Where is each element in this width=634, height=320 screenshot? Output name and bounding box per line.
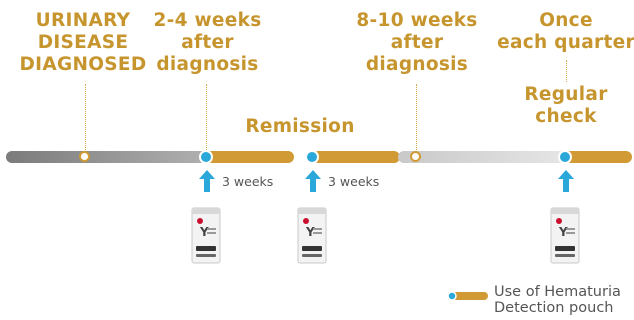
stage-regular-check-label: Regular check [524, 84, 608, 127]
interval-label-2: 3 weeks [328, 174, 380, 189]
stage-remission-label: Remission [245, 116, 355, 137]
svg-text:Y: Y [558, 225, 568, 239]
legend-swatch-icon [447, 291, 488, 301]
timeline-gold-segment-3 [564, 151, 632, 163]
timeline-node-diagnosed [79, 151, 90, 162]
timeline-node-quarterly [558, 150, 572, 164]
legend-label: Use of Hematuria Detection pouch [494, 284, 621, 316]
timeline-gold-segment-1 [206, 151, 294, 163]
timeline-node-8-10-weeks [410, 151, 421, 162]
detection-pouch-icon: Y [297, 207, 327, 264]
up-arrow-icon [305, 170, 321, 192]
connector-8-10-weeks [416, 84, 417, 150]
connector-2-4-weeks [206, 84, 207, 150]
svg-text:Y: Y [199, 225, 209, 239]
up-arrow-icon [558, 170, 574, 192]
connector-diagnosed [85, 84, 86, 150]
timeline-node-remission [305, 150, 319, 164]
legend: Use of Hematuria Detection pouch [446, 284, 626, 318]
stage-diagnosed-label: URINARY DISEASE DIAGNOSED [19, 10, 147, 75]
timeline-light-segment [398, 151, 570, 163]
detection-pouch-icon: Y [191, 207, 221, 264]
timeline-node-2-4-weeks [199, 150, 213, 164]
timeline-grey-segment [6, 151, 220, 163]
up-arrow-icon [199, 170, 215, 192]
stage-2-4-weeks-label: 2-4 weeks after diagnosis [153, 10, 262, 75]
stage-8-10-weeks-label: 8-10 weeks after diagnosis [356, 10, 478, 75]
detection-pouch-icon: Y [550, 207, 580, 264]
connector-quarterly [566, 60, 567, 82]
interval-label-1: 3 weeks [222, 174, 274, 189]
stage-quarterly-label: Once each quarter [497, 10, 634, 53]
timeline-gold-segment-2 [312, 151, 400, 163]
svg-text:Y: Y [305, 225, 315, 239]
